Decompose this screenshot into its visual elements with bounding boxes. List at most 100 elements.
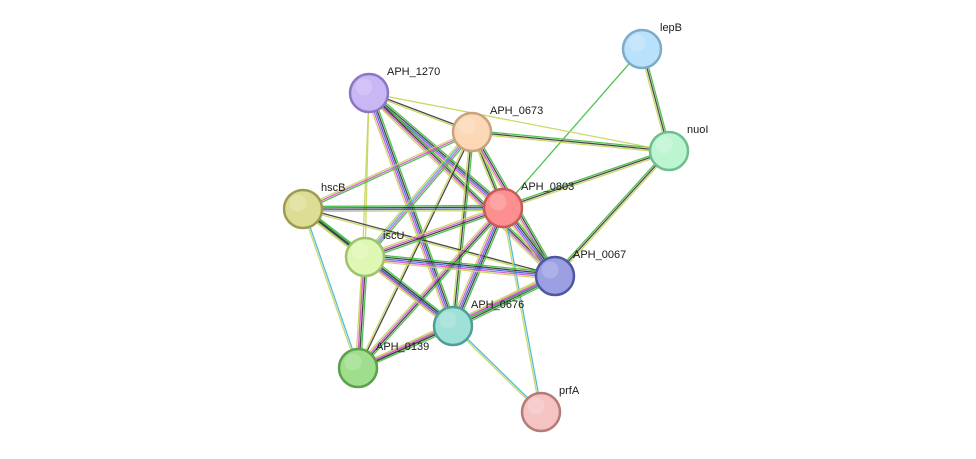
edge-line-green xyxy=(365,252,556,274)
edge-iscu-aph-0067[interactable] xyxy=(364,252,556,281)
edge-aph-1270-aph-0676[interactable] xyxy=(365,91,457,328)
edge-line-yellow xyxy=(503,151,670,211)
node-label-iscu: iscU xyxy=(383,230,404,242)
node-highlight xyxy=(351,242,369,260)
edge-line-black xyxy=(365,254,556,275)
edge-line-green xyxy=(454,132,475,327)
edge-aph-0067-nuoi[interactable] xyxy=(553,149,671,278)
edge-line-magenta xyxy=(302,131,473,210)
node-highlight xyxy=(655,136,673,154)
node-prfa[interactable] xyxy=(520,391,562,433)
edge-aph-0673-aph-0676[interactable] xyxy=(450,131,475,327)
node-label-nuoi: nuoI xyxy=(687,124,708,136)
node-circle[interactable] xyxy=(344,236,386,278)
node-label-aph-0139: APH_0139 xyxy=(376,341,429,353)
node-label-aph-0803: APH_0803 xyxy=(521,181,574,193)
node-label-prfa: prfA xyxy=(559,385,580,397)
edge-line-black xyxy=(502,150,670,209)
edge-line-yellow xyxy=(303,209,504,213)
edge-line-yellow xyxy=(355,205,502,367)
node-layer xyxy=(282,28,690,433)
node-highlight xyxy=(458,117,476,135)
node-circle[interactable] xyxy=(482,187,524,229)
edge-hscb-aph-0803[interactable] xyxy=(302,204,504,213)
node-circle[interactable] xyxy=(282,188,324,230)
edge-hscb-aph-0139[interactable] xyxy=(301,208,360,369)
node-label-lepb: lepB xyxy=(660,22,682,34)
node-aph-0803[interactable] xyxy=(482,187,524,229)
edge-line-magenta xyxy=(366,93,453,327)
edge-aph-0803-iscu[interactable] xyxy=(363,204,505,261)
edge-line-green xyxy=(371,91,457,326)
edge-line-blue xyxy=(364,256,556,277)
edge-line-yellow xyxy=(363,204,503,256)
edge-line-black xyxy=(554,150,670,277)
edge-line-cyan xyxy=(453,324,543,412)
node-highlight xyxy=(355,78,373,96)
node-highlight xyxy=(344,353,362,371)
edge-line-yellow xyxy=(368,92,670,152)
node-nuoi[interactable] xyxy=(648,130,690,172)
node-circle[interactable] xyxy=(337,347,379,389)
edge-line-magenta xyxy=(364,258,555,279)
edge-aph-0803-aph-0139[interactable] xyxy=(355,205,506,371)
edge-lepb-aph-0803[interactable] xyxy=(502,48,643,209)
node-aph-0673[interactable] xyxy=(451,111,493,153)
edge-line-black xyxy=(453,208,506,327)
edge-line-magenta xyxy=(365,132,474,258)
edge-aph-1270-nuoi[interactable] xyxy=(368,92,670,152)
edge-line-green xyxy=(502,148,669,208)
edge-line-black xyxy=(302,206,503,209)
node-aph-0676[interactable] xyxy=(432,305,474,347)
node-highlight xyxy=(628,34,646,52)
node-circle[interactable] xyxy=(432,305,474,347)
edge-line-yellow xyxy=(450,131,471,326)
edge-line-yellow xyxy=(555,151,671,278)
node-iscu[interactable] xyxy=(344,236,386,278)
edge-line-green xyxy=(472,129,670,150)
edge-line-magenta xyxy=(356,206,503,368)
edge-line-yellow xyxy=(301,209,358,369)
edge-line-yellow xyxy=(501,208,541,413)
edge-aph-0803-nuoi[interactable] xyxy=(502,148,670,211)
node-label-aph-0676: APH_0676 xyxy=(471,299,524,311)
edge-line-yellow xyxy=(302,129,472,209)
edge-aph-0673-nuoi[interactable] xyxy=(471,129,670,154)
node-label-aph-1270: APH_1270 xyxy=(387,66,440,78)
edge-aph-0673-iscu[interactable] xyxy=(362,129,475,260)
edge-line-cyan xyxy=(303,208,360,368)
node-highlight xyxy=(541,261,559,279)
edge-line-cyan xyxy=(503,207,543,412)
node-lepb[interactable] xyxy=(621,28,663,70)
edge-line-black xyxy=(358,208,505,370)
node-aph-0139[interactable] xyxy=(337,347,379,389)
edge-line-blue xyxy=(303,208,504,211)
node-circle[interactable] xyxy=(648,130,690,172)
edge-aph-0676-prfa[interactable] xyxy=(451,324,543,414)
edge-line-green xyxy=(302,204,503,208)
node-circle[interactable] xyxy=(520,391,562,433)
node-aph-0067[interactable] xyxy=(534,255,576,297)
edge-aph-0673-hscb[interactable] xyxy=(302,129,473,212)
edge-line-black xyxy=(358,132,474,369)
node-circle[interactable] xyxy=(534,255,576,297)
edge-line-yellow xyxy=(471,133,669,154)
edge-line-green xyxy=(553,149,669,276)
edge-line-yellow xyxy=(366,94,554,279)
node-circle[interactable] xyxy=(621,28,663,70)
edge-line-yellow xyxy=(451,326,541,414)
edge-line-magenta xyxy=(364,206,503,257)
edge-line-green xyxy=(359,209,506,371)
edge-line-magenta xyxy=(367,93,555,278)
node-hscb[interactable] xyxy=(282,188,324,230)
node-circle[interactable] xyxy=(348,72,390,114)
node-aph-1270[interactable] xyxy=(348,72,390,114)
edge-aph-0803-prfa[interactable] xyxy=(501,207,543,413)
node-highlight xyxy=(489,193,507,211)
edge-aph-0673-aph-0139[interactable] xyxy=(356,131,474,369)
edge-line-yellow xyxy=(364,259,555,281)
edge-line-green xyxy=(365,209,505,261)
node-circle[interactable] xyxy=(451,111,493,153)
